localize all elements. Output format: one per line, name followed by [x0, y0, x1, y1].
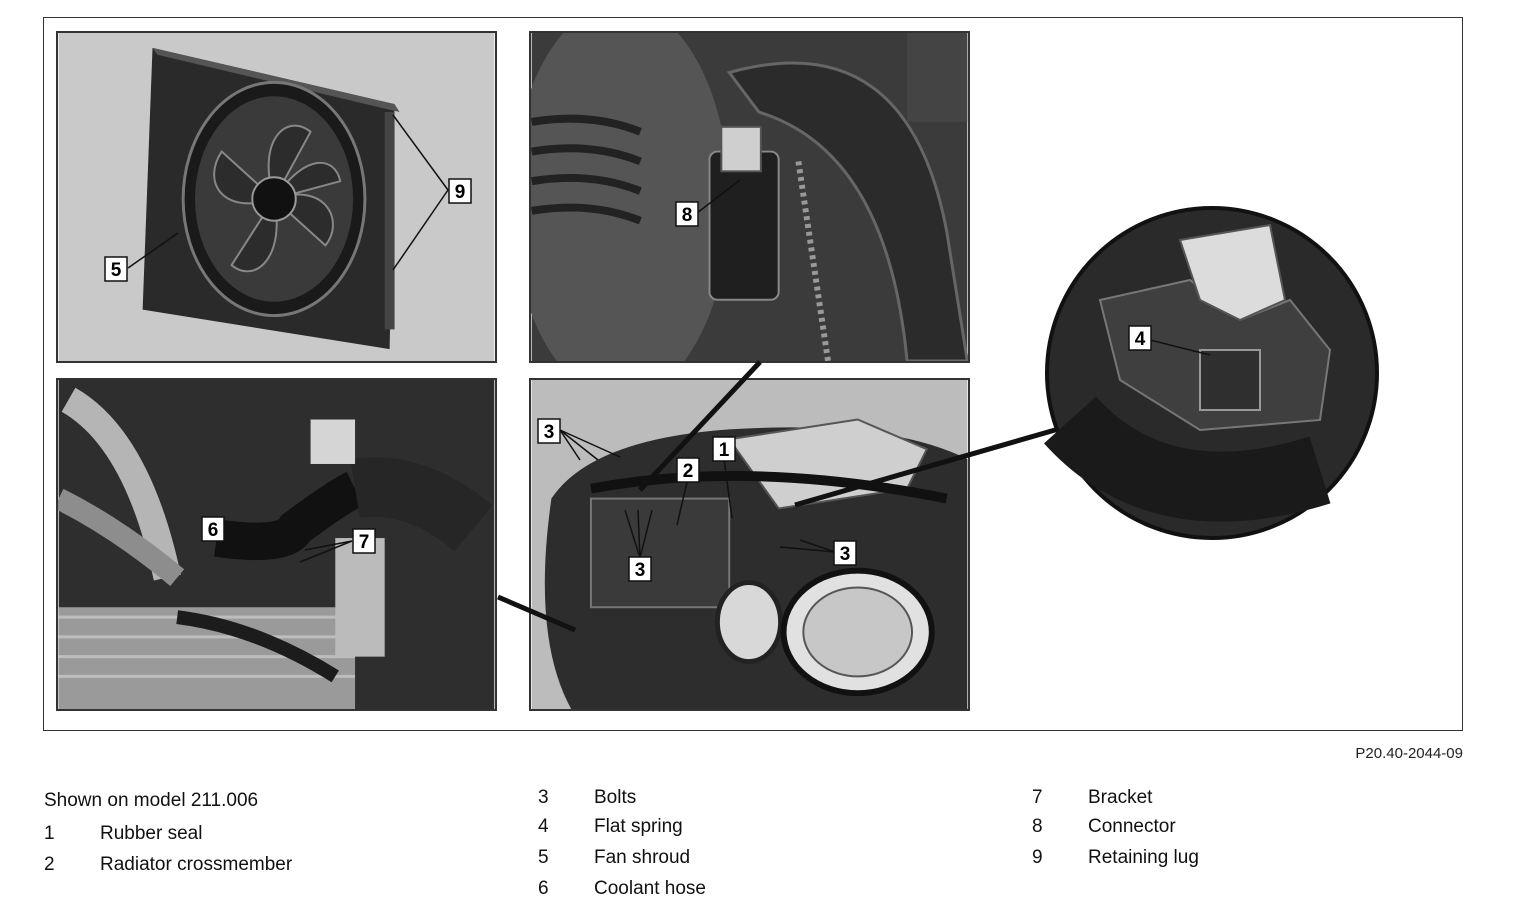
legend-number: 7: [1032, 786, 1043, 808]
vehicle-front-illustration: [531, 380, 968, 709]
legend-label: Rubber seal: [100, 823, 203, 844]
legend-label: Bolts: [594, 786, 637, 808]
legend-label: Radiator crossmember: [100, 854, 293, 875]
legend-item: 4 Flat spring: [538, 811, 706, 842]
legend-number: 9: [1032, 847, 1043, 868]
legend-label: Retaining lug: [1088, 847, 1199, 868]
legend-caption: Shown on model 211.006: [44, 790, 259, 811]
fan-shroud-illustration: [58, 33, 495, 361]
legend-item: 7 Bracket: [1032, 783, 1199, 811]
connector-illustration: [531, 33, 968, 361]
fan-shroud-photo: [56, 31, 497, 363]
legend-item: 2 Radiator crossmember: [44, 849, 292, 880]
legend-item: 9 Retaining lug: [1032, 842, 1199, 873]
legend-item: 8 Connector: [1032, 811, 1199, 842]
legend-label: Coolant hose: [594, 878, 706, 899]
legend-item: 3 Bolts: [538, 783, 706, 811]
figure-id: P20.40-2044-09: [1355, 745, 1463, 762]
coolant-hose-photo: [56, 378, 497, 711]
legend-label: Connector: [1088, 816, 1176, 837]
legend-number: 1: [44, 823, 55, 844]
legend-item: 6 Coolant hose: [538, 873, 706, 904]
legend-column-3: 7 Bracket 8 Connector 9 Retaining lug: [1032, 783, 1199, 873]
legend-label: Bracket: [1088, 786, 1153, 808]
legend-label: Fan shroud: [594, 847, 691, 868]
legend-number: 3: [538, 786, 549, 808]
legend-item: 1 Rubber seal: [44, 818, 292, 849]
legend-column-2: 3 Bolts 4 Flat spring 5 Fan shroud 6 Coo…: [538, 783, 706, 904]
legend-number: 4: [538, 816, 549, 837]
legend-number: 8: [1032, 816, 1043, 837]
legend-number: 5: [538, 847, 549, 868]
legend-number: 6: [538, 878, 549, 899]
legend-number: 2: [44, 854, 55, 875]
legend-label: Flat spring: [594, 816, 683, 837]
legend-column-1: Shown on model 211.006 1 Rubber seal 2 R…: [44, 783, 292, 880]
legend-item: 5 Fan shroud: [538, 842, 706, 873]
coolant-hose-illustration: [58, 380, 495, 709]
connector-photo: [529, 31, 970, 363]
vehicle-front-photo: [529, 378, 970, 711]
